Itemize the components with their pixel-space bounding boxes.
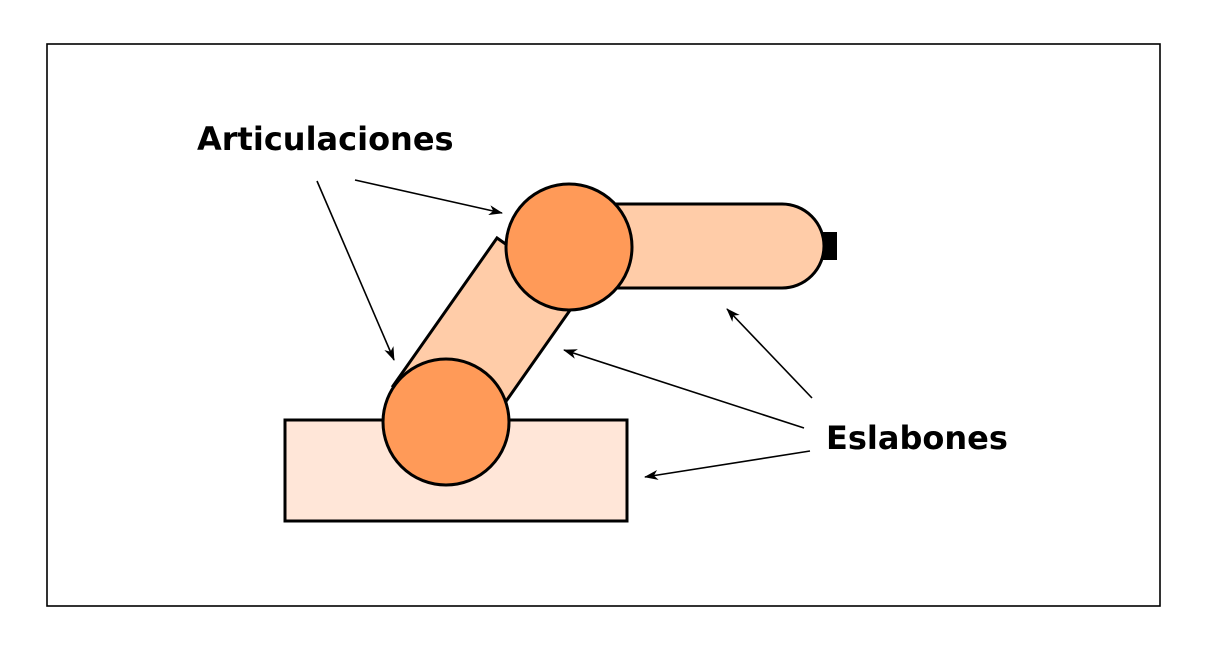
arrow-to-upper-link — [726, 308, 813, 399]
arrow-to-upper-joint — [354, 179, 503, 216]
arrow-to-base — [644, 450, 811, 480]
lower-joint — [381, 357, 511, 487]
joints-label: Articulaciones — [197, 120, 454, 158]
links-label: Eslabones — [826, 419, 1008, 457]
arrow-to-lower-link — [563, 349, 805, 429]
arrow-to-lower-joint — [316, 180, 395, 361]
end-effector-tip-icon — [822, 232, 837, 260]
upper-joint — [504, 182, 634, 312]
diagram-frame — [46, 43, 1161, 607]
